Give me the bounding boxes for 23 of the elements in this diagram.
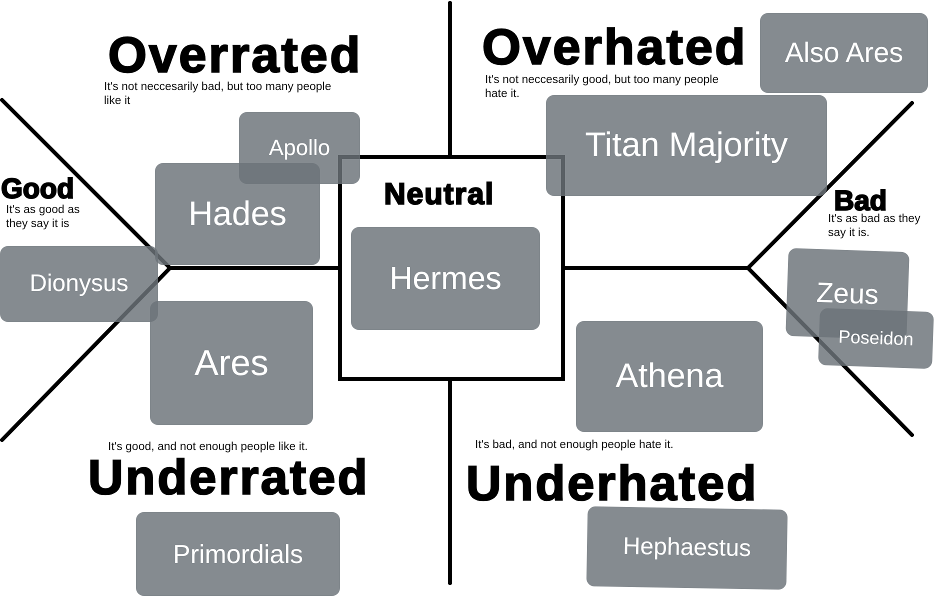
- name-card: Primordials: [136, 512, 340, 596]
- name-card: Hades: [155, 163, 320, 265]
- category-description: It's bad, and not enough people hate it.: [475, 439, 674, 453]
- category-heading: Good: [1, 175, 74, 203]
- category-heading: Overhated: [482, 22, 748, 72]
- category-heading: Neutral: [384, 180, 494, 210]
- name-card: Titan Majority: [546, 95, 827, 196]
- name-card: Ares: [150, 301, 313, 425]
- category-heading: Bad: [834, 187, 887, 215]
- category-description: It's good, and not enough people like it.: [108, 441, 309, 455]
- category-heading: Overrated: [108, 30, 362, 80]
- name-card: Also Ares: [760, 13, 928, 93]
- category-heading: Underhated: [466, 460, 758, 509]
- category-heading: Underrated: [88, 454, 370, 503]
- name-card: Hephaestus: [586, 506, 788, 590]
- category-description: It's not neccesarily bad, but too many people like it: [104, 81, 332, 109]
- name-card: Poseidon: [818, 308, 934, 369]
- name-card: Dionysus: [0, 246, 158, 322]
- name-card: Hermes: [351, 227, 540, 330]
- category-description: It's as bad as they say it is.: [828, 213, 922, 241]
- category-description: It's as good as they say it is: [6, 204, 81, 232]
- name-card: Athena: [576, 321, 763, 432]
- neutral-zone: [338, 155, 565, 381]
